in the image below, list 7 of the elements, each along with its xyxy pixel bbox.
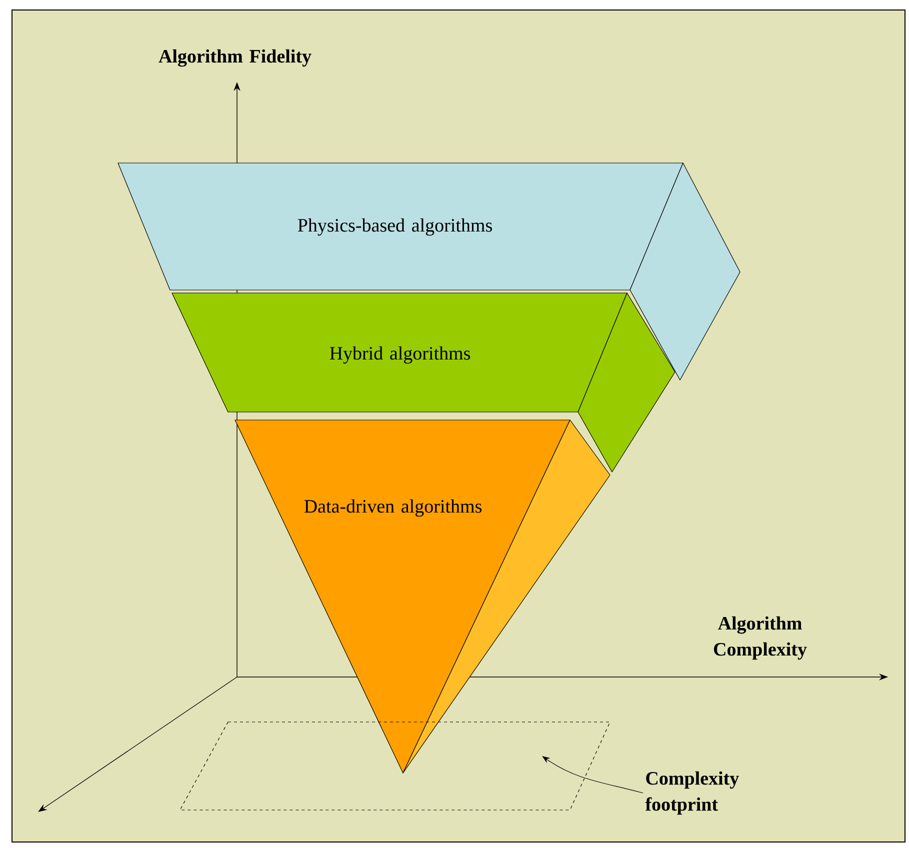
curved-arrow — [542, 756, 644, 794]
layered-band: Hybrid algorithms — [172, 292, 676, 472]
triangle-section: Data-driven algorithms — [234, 420, 610, 774]
axis-label: Algorithm Complexity — [714, 616, 807, 660]
annotation-text: Complexity footprint — [645, 771, 739, 815]
dashed-footprint — [180, 722, 610, 810]
axis-label: Algorithm Fidelity — [158, 49, 312, 67]
